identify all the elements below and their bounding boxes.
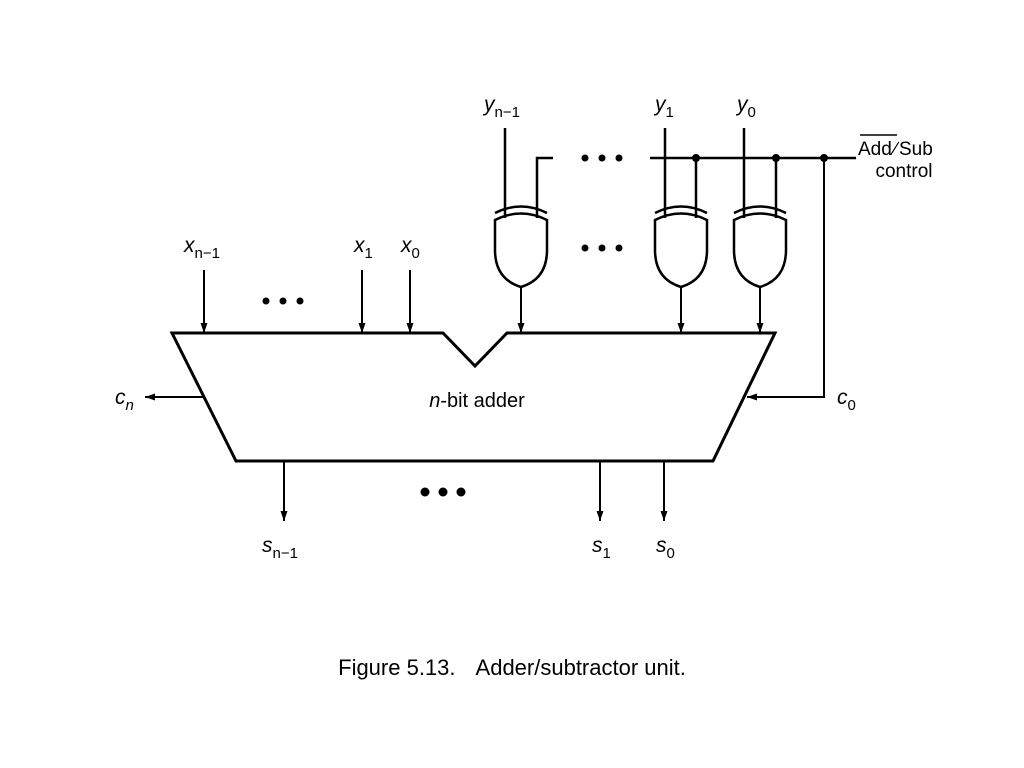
adder-label: n-bit adder <box>429 390 525 412</box>
label-y-0: y0 <box>735 93 756 121</box>
label-s-1: s1 <box>592 534 611 562</box>
label-s-high: sn−1 <box>262 534 298 562</box>
junction-dot <box>692 154 700 162</box>
adder-block <box>169 331 778 463</box>
label-c-n: cn <box>115 386 134 414</box>
label-x-0: x0 <box>400 234 420 262</box>
label-c-0: c0 <box>837 386 856 414</box>
label-x-high: xn−1 <box>183 234 220 262</box>
label-x-1: x1 <box>353 234 373 262</box>
ellipsis-s-outputs <box>420 487 466 497</box>
junction-dot <box>772 154 780 162</box>
label-s-0: s0 <box>656 534 675 562</box>
figure-caption: Figure 5.13. Adder/subtractor unit. <box>0 655 1024 681</box>
ellipsis-control <box>581 154 623 162</box>
figure-number: Figure 5.13. <box>338 655 456 680</box>
xor-gate-1 <box>653 205 709 289</box>
control-label-line2: control <box>875 161 932 182</box>
control-line-left <box>535 156 553 218</box>
label-y-1: y1 <box>653 93 674 121</box>
xor-gate-0 <box>732 205 788 289</box>
label-y-high: yn−1 <box>482 93 520 121</box>
figure-title: Adder/subtractor unit. <box>475 655 686 680</box>
control-label-line1: Add∕Sub <box>858 139 933 160</box>
xor-gate-high <box>493 205 549 289</box>
carry-in-wire <box>747 158 825 401</box>
ellipsis-gates <box>581 244 623 252</box>
ellipsis-x-inputs <box>262 297 304 305</box>
